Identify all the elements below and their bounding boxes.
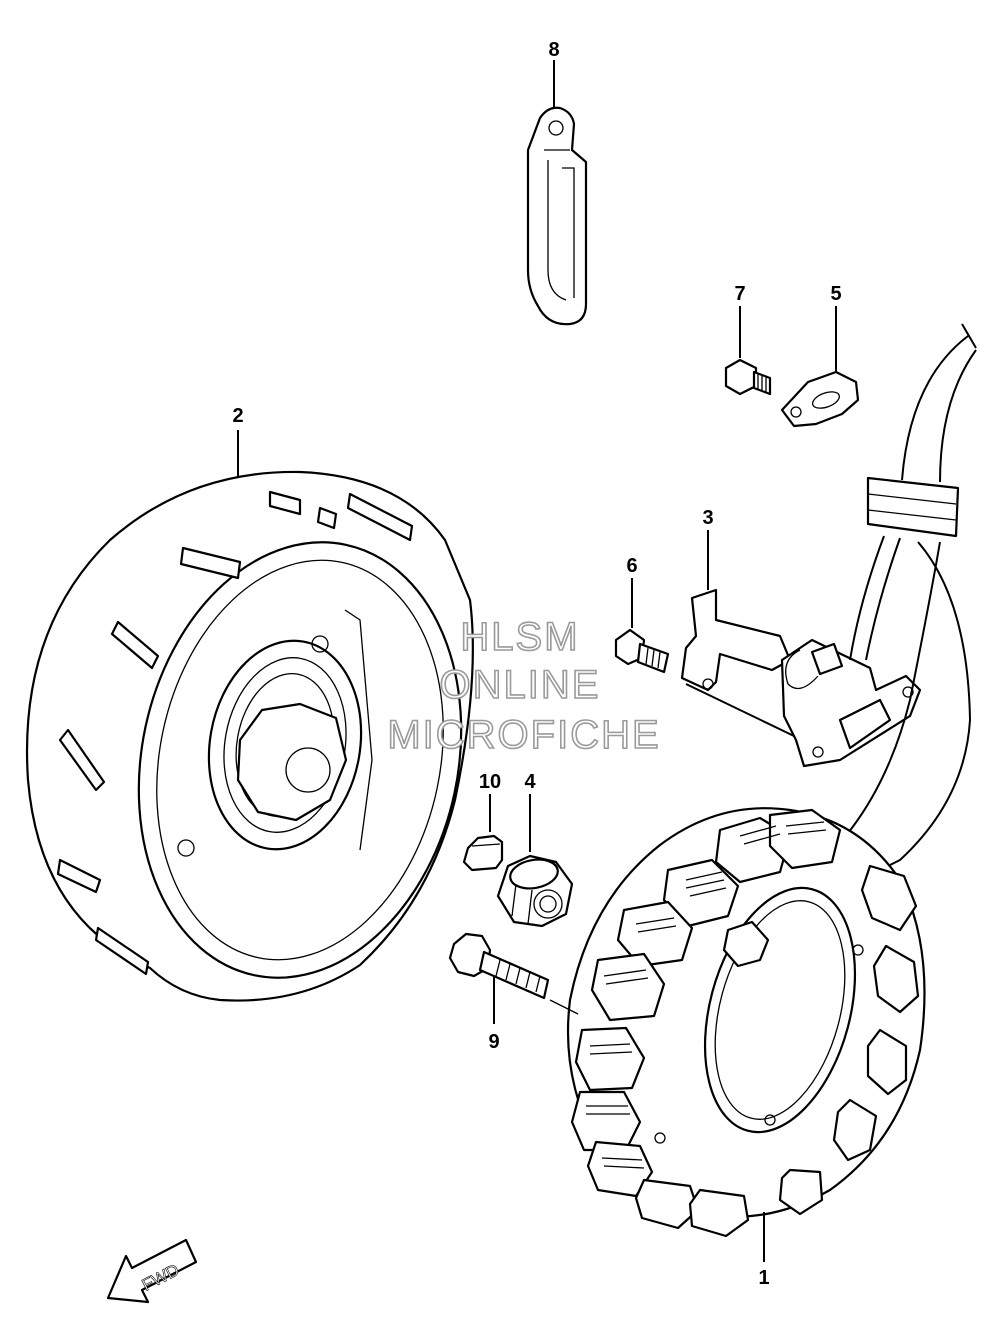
fwd-arrow-icon: FWD xyxy=(106,1238,198,1304)
watermark: HLSM ONLINE MICROFICHE xyxy=(387,614,660,758)
watermark-line-1: HLSM xyxy=(460,615,579,659)
callout-9: 9 xyxy=(488,1031,499,1053)
part-9-bolt xyxy=(448,932,579,1015)
part-6-screw xyxy=(614,628,670,674)
part-3-bracket-sensor xyxy=(680,588,922,768)
part-2-rotor xyxy=(25,470,474,1002)
callout-4: 4 xyxy=(524,771,536,793)
part-1-stator xyxy=(566,807,926,1238)
callout-10: 10 xyxy=(479,771,501,793)
part-7-bolt xyxy=(724,358,772,396)
callout-1: 1 xyxy=(758,1267,769,1289)
watermark-line-3: MICROFICHE xyxy=(387,713,660,757)
part-8-clamp xyxy=(526,106,588,326)
part-4-nut xyxy=(496,854,574,928)
callout-2: 2 xyxy=(232,405,243,427)
part-10-key xyxy=(462,834,504,872)
part-5-plate xyxy=(780,370,860,428)
wire-harness xyxy=(739,323,977,931)
callout-8: 8 xyxy=(548,39,559,61)
callout-6: 6 xyxy=(626,555,637,577)
watermark-line-2: ONLINE xyxy=(440,663,601,707)
callout-5: 5 xyxy=(830,283,841,305)
callout-3: 3 xyxy=(702,507,713,529)
callout-7: 7 xyxy=(734,283,745,305)
